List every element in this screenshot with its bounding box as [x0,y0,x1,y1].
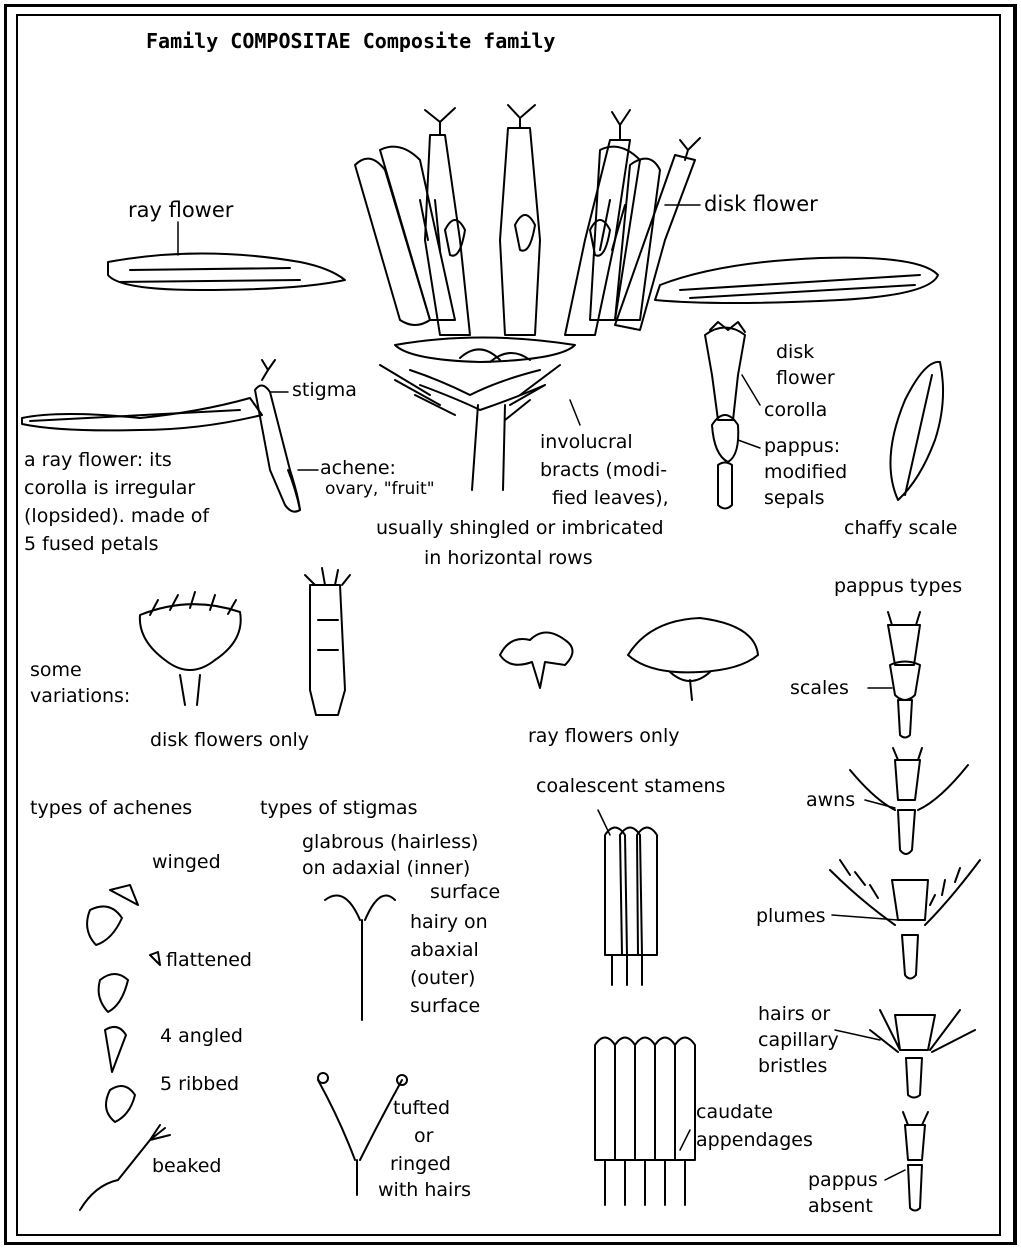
page-title: Family COMPOSITAE Composite family [146,30,555,53]
label-tufted-1: tufted [393,1098,450,1120]
label-hairs-3: bristles [758,1056,827,1078]
involucral-line-3: fied leaves), [552,488,669,510]
label-flattened: flattened [166,950,252,972]
label-four-angled: 4 angled [160,1026,243,1048]
label-tufted-3: ringed [390,1154,451,1176]
label-ray-flower: ray flower [128,198,233,222]
label-disk-flower: disk flower [704,192,818,216]
label-surface: surface [430,882,500,904]
label-beaked: beaked [152,1156,221,1178]
label-coalescent-stamens: coalescent stamens [536,776,725,798]
label-types-of-achenes: types of achenes [30,798,192,820]
label-pappus-types: pappus types [834,576,962,598]
pappus-types-drawing [830,612,980,1211]
label-corolla: corolla [764,400,827,422]
label-hairy-1: hairy on [410,912,488,934]
label-variations: variations: [30,686,130,708]
ray-desc-line-2: corolla is irregular [24,478,195,500]
label-chaffy-scale: chaffy scale [844,518,957,540]
label-pappus-absent-2: absent [808,1196,873,1218]
label-pappus-2: modified [764,462,847,484]
shingled-line-1: usually shingled or imbricated [376,518,664,540]
caudate-appendages-drawing [595,1038,695,1206]
label-glabrous-1: glabrous (hairless) [302,832,478,854]
label-caudate-2: appendages [696,1130,813,1152]
label-plumes: plumes [756,906,825,928]
stigma-types-drawing [318,896,407,1196]
label-pappus-1: pappus: [764,436,840,458]
label-stigma: stigma [292,380,357,402]
label-glabrous-2: on adaxial (inner) [302,858,470,880]
label-winged: winged [152,852,221,874]
label-hairy-2: abaxial [410,940,479,962]
label-pappus-3: sepals [764,488,824,510]
shingled-line-2: in horizontal rows [424,548,593,570]
disk-flowers-only-drawing [140,568,350,715]
involucral-line-2: bracts (modi- [540,460,667,482]
chaffy-scale-drawing [890,362,943,500]
label-ovary-fruit: ovary, "fruit" [325,480,435,500]
ray-desc-line-3: (lopsided). made of [24,506,209,528]
involucral-line-1: involucral [540,432,633,454]
label-tufted-2: or [414,1126,433,1148]
composite-flower-head-drawing [108,105,938,490]
label-caudate-1: caudate [696,1102,773,1124]
label-awns: awns [806,790,855,812]
label-scales: scales [790,678,849,700]
label-disk-flower-detail-1: disk [776,342,814,364]
label-hairs-2: capillary [758,1030,839,1052]
label-disk-flowers-only: disk flowers only [150,730,309,752]
label-disk-flower-detail-2: flower [776,368,835,390]
coalescent-stamens-drawing [605,828,657,986]
label-ray-flowers-only: ray flowers only [528,726,680,748]
ray-desc-line-1: a ray flower: its [24,450,172,472]
label-five-ribbed: 5 ribbed [160,1074,239,1096]
label-tufted-4: with hairs [378,1180,471,1202]
label-pappus-absent-1: pappus [808,1170,878,1192]
ray-desc-line-4: 5 fused petals [24,534,159,556]
label-hairy-4: surface [410,996,480,1018]
ray-flowers-only-drawing [500,618,758,700]
label-some: some [30,660,82,682]
label-achene: achene: [320,458,396,480]
disk-flower-detail-drawing [705,322,745,509]
label-hairs-1: hairs or [758,1004,830,1026]
label-types-of-stigmas: types of stigmas [260,798,417,820]
label-hairy-3: (outer) [410,968,475,990]
